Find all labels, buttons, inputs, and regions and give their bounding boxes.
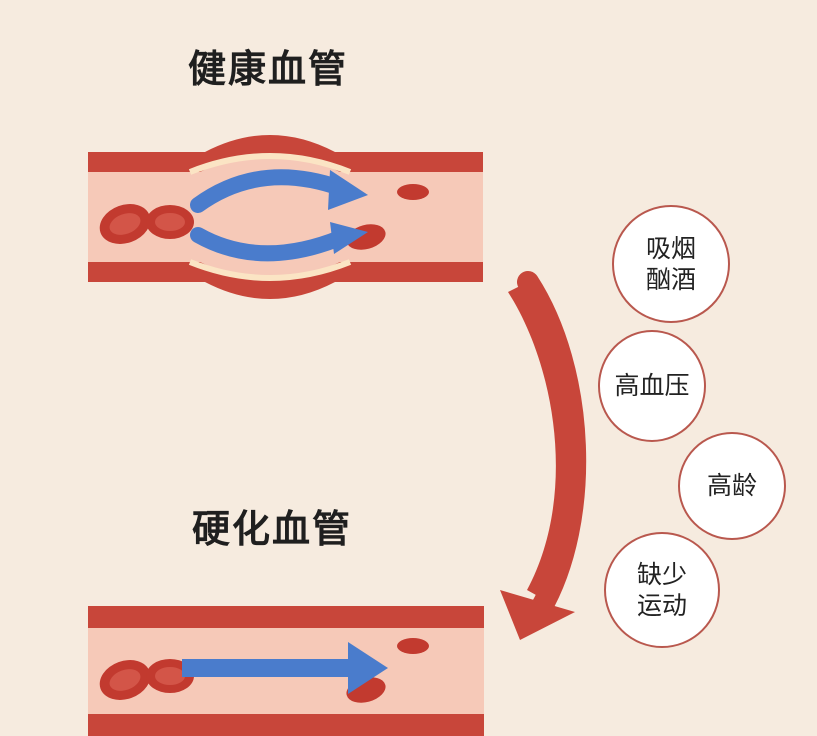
progression-arrow-icon	[500, 271, 587, 640]
healthy-vessel-title: 健康血管	[188, 47, 349, 91]
blood-cell-icon	[109, 213, 141, 235]
healthy-vessel	[88, 135, 483, 299]
flow-arrow-icon	[190, 169, 348, 213]
flow-arrow-icon	[182, 659, 352, 677]
risk-factor-old-age: 高龄	[678, 432, 786, 540]
blood-cell-icon	[397, 638, 429, 654]
risk-factor-hypertension: 高血压	[598, 330, 706, 442]
hardened-vessel	[88, 606, 484, 736]
risk-factor-smoking-drinking: 吸烟 酗酒	[612, 205, 730, 323]
flow-arrow-icon	[190, 227, 348, 262]
hardened-vessel-title: 硬化血管	[192, 507, 353, 551]
healthy-vessel-lumen	[88, 155, 483, 279]
risk-factor-lack-of-exercise: 缺少 运动	[604, 532, 720, 648]
healthy-vessel-inner-edge	[188, 153, 352, 175]
blood-cell-icon	[397, 184, 429, 200]
